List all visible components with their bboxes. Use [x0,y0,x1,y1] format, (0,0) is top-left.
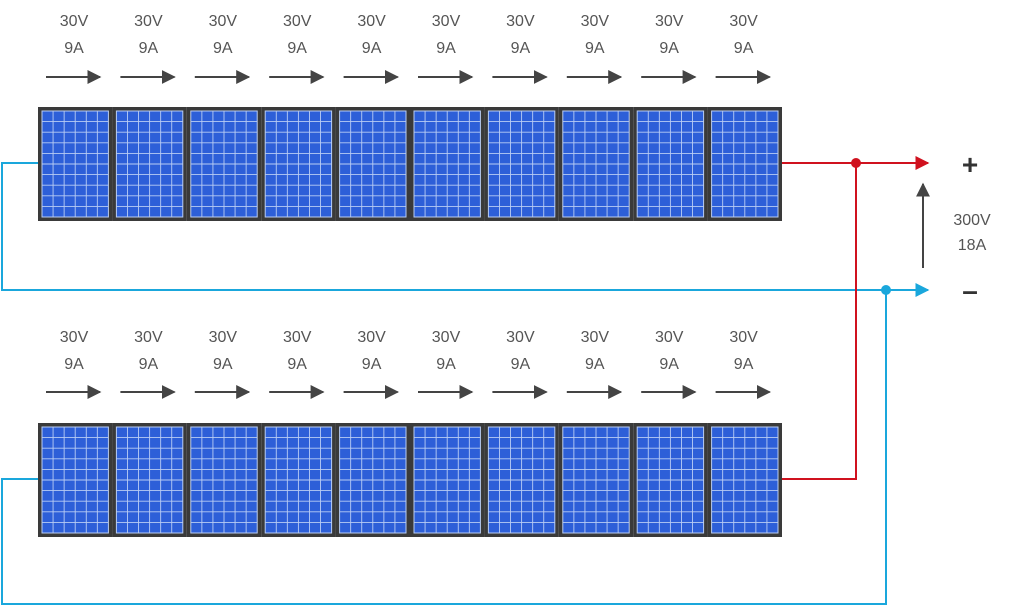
positive-wire-string-2 [782,163,857,480]
solar-panel [186,107,262,221]
cell-grid [711,427,778,533]
panel-current-label: 9A [436,40,456,57]
panel-current-label: 9A [287,40,307,57]
cell-grid [637,111,704,217]
solar-panel [112,423,187,537]
solar-panel [261,107,336,221]
solar-panel [410,423,485,537]
output-terminals: + – 300V 18A [916,149,991,306]
solar-panel [38,423,113,537]
cell-grid [265,111,332,217]
positive-junction-dot [851,158,861,168]
panel-current-label: 9A [585,40,605,57]
panel-current-label: 9A [213,40,233,57]
panel-current-label: 9A [213,356,233,373]
panel-voltage-label: 30V [209,329,238,346]
solar-panel [707,107,782,221]
cell-grid [711,111,778,217]
solar-panel [186,423,262,537]
cell-grid [414,111,481,217]
output-current-label: 18A [958,237,987,254]
cell-grid [562,427,630,533]
solar-panel [410,107,485,221]
panel-current-label: 9A [362,40,382,57]
panel-voltage-label: 30V [729,13,758,30]
cell-grid [190,427,258,533]
panel-current-label: 9A [139,40,159,57]
panel-voltage-label: 30V [432,329,461,346]
cell-grid [637,427,704,533]
panel-current-label: 9A [362,356,382,373]
solar-panel [38,107,113,221]
panel-current-label: 9A [659,356,679,373]
panel-voltage-label: 30V [655,329,684,346]
panel-voltage-label: 30V [432,13,461,30]
panel-current-label: 9A [585,356,605,373]
panel-string-1: 30V 9A 30V 9A 30V 9A 30V 9A 30V 9A 30V 9A 30V 9A 30V 9A… [38,13,782,221]
panel-current-label: 9A [511,40,531,57]
panel-voltage-label: 30V [283,13,312,30]
panel-current-label: 9A [436,356,456,373]
panel-current-label: 9A [734,40,754,57]
panel-string-2: 30V 9A 30V 9A 30V 9A 30V 9A 30V 9A 30V 9A 30V 9A 30V 9A… [38,329,782,537]
cell-grid [190,111,258,217]
panel-current-label: 9A [139,356,159,373]
cell-grid [488,111,555,217]
panel-voltage-label: 30V [581,13,610,30]
cell-grid [116,111,183,217]
panel-strings: 30V 9A 30V 9A 30V 9A 30V 9A 30V 9A 30V 9A 30V 9A 30V 9A… [38,13,782,537]
cell-grid [339,427,406,533]
panel-voltage-label: 30V [60,329,89,346]
cell-grid [42,111,109,217]
solar-panel [633,107,708,221]
panel-voltage-label: 30V [209,13,238,30]
panel-current-label: 9A [287,356,307,373]
solar-panel [707,423,782,537]
panel-current-label: 9A [734,356,754,373]
panel-voltage-label: 30V [283,329,312,346]
panel-current-label: 9A [659,40,679,57]
panel-voltage-label: 30V [655,13,684,30]
solar-panel [112,107,187,221]
cell-grid [414,427,481,533]
cell-grid [42,427,109,533]
panel-voltage-label: 30V [506,13,535,30]
cell-grid [265,427,332,533]
solar-panel [484,423,559,537]
solar-panel [335,107,410,221]
cell-grid [562,111,630,217]
cell-grid [116,427,183,533]
panel-voltage-label: 30V [134,329,163,346]
cell-grid [488,427,555,533]
negative-wire-string-1 [1,162,886,291]
panel-current-label: 9A [511,356,531,373]
panel-voltage-label: 30V [729,329,758,346]
output-voltage-label: 300V [953,212,991,229]
plus-sign: + [962,149,978,180]
solar-panel [558,107,634,221]
minus-sign: – [962,275,978,306]
solar-panel [558,423,634,537]
panel-voltage-label: 30V [60,13,89,30]
panel-voltage-label: 30V [134,13,163,30]
panel-current-label: 9A [64,356,84,373]
panel-voltage-label: 30V [357,13,386,30]
negative-wire-string-2 [1,290,887,605]
panel-voltage-label: 30V [581,329,610,346]
panel-voltage-label: 30V [357,329,386,346]
solar-panel [484,107,559,221]
cell-grid [339,111,406,217]
solar-panel [633,423,708,537]
negative-junction-dot [881,285,891,295]
panel-voltage-label: 30V [506,329,535,346]
wiring [1,156,930,605]
panel-current-label: 9A [64,40,84,57]
solar-panel [335,423,410,537]
solar-panel [261,423,336,537]
